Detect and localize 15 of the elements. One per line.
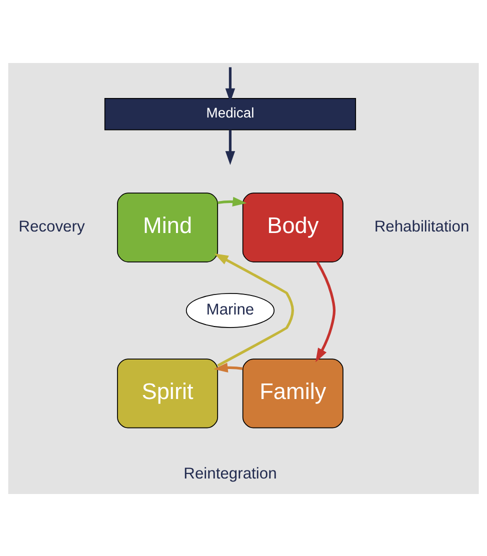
node-box: Family <box>242 358 344 428</box>
node-ellipse: Marine <box>186 292 275 328</box>
arrow <box>225 129 236 165</box>
node-box: Mind <box>117 192 218 262</box>
arrow <box>214 362 243 372</box>
label: Recovery <box>18 218 85 235</box>
arrow <box>316 261 336 362</box>
arrow <box>218 196 247 206</box>
node-box: Spirit <box>117 358 218 428</box>
label: Rehabilitation <box>374 218 470 235</box>
label: Reintegration <box>184 465 277 482</box>
node-box: Medical <box>104 98 356 130</box>
arrow <box>225 66 236 102</box>
node-box: Body <box>242 192 344 262</box>
arrow <box>214 252 294 366</box>
